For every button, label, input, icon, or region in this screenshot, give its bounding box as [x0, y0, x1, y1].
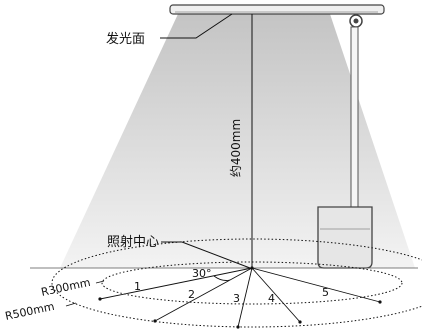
lamp-pole — [350, 26, 359, 210]
point-label-5: 5 — [322, 286, 329, 299]
r300-ellipse — [101, 261, 403, 305]
r500-label: R500mm — [4, 300, 56, 323]
light-beam — [60, 14, 415, 268]
height-label: 约400mm — [228, 119, 243, 177]
r500-ellipse — [51, 238, 422, 328]
r500-leader — [65, 302, 77, 307]
point-label-1: 1 — [134, 280, 141, 293]
center-leader — [161, 241, 251, 269]
ray-dots — [98, 266, 382, 329]
r300-label: R300mm — [40, 276, 92, 299]
angle-label: 30° — [192, 267, 212, 280]
lamp-head — [169, 4, 385, 15]
light-surface-label: 发光面 — [106, 31, 145, 47]
point-label-3: 3 — [233, 292, 240, 305]
rays — [99, 267, 381, 328]
lamp-base — [317, 206, 373, 269]
angle-arc — [213, 275, 231, 281]
light-surface-leader — [160, 13, 233, 39]
point-label-2: 2 — [188, 288, 195, 301]
r300-leader — [95, 280, 105, 284]
point-label-4: 4 — [268, 292, 275, 305]
center-label: 照射中心 — [107, 234, 159, 250]
